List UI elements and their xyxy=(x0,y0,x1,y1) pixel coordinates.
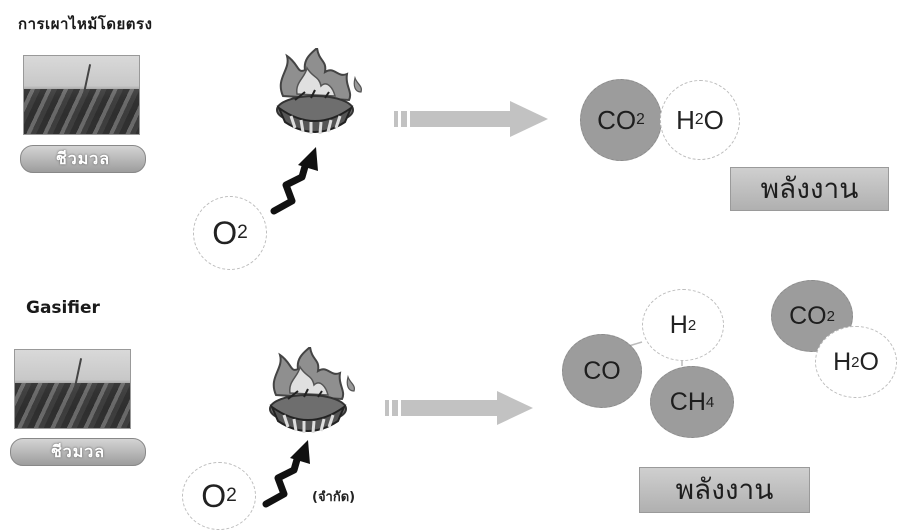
oxygen-feed-arrow-icon xyxy=(270,147,318,215)
burning-biomass-icon xyxy=(276,48,362,135)
biomass-photo xyxy=(14,349,131,429)
energy-box: พลังงาน xyxy=(639,467,810,513)
biomass-label: ชีวมวล xyxy=(20,145,146,173)
direct-combustion-heading: การเผาไหม้โดยตรง xyxy=(18,15,153,33)
oxygen-feed-arrow-icon xyxy=(262,440,310,508)
limited-oxygen-note: (จำกัด) xyxy=(312,490,356,505)
process-arrow-icon xyxy=(394,101,548,137)
syngas-co: CO xyxy=(562,334,642,408)
burning-biomass-icon xyxy=(269,347,355,434)
biomass-photo xyxy=(23,55,140,135)
process-arrow-icon xyxy=(385,391,533,425)
gasifier-heading: Gasifier xyxy=(26,298,100,318)
biomass-label: ชีวมวล xyxy=(10,438,146,466)
energy-box: พลังงาน xyxy=(730,167,889,211)
